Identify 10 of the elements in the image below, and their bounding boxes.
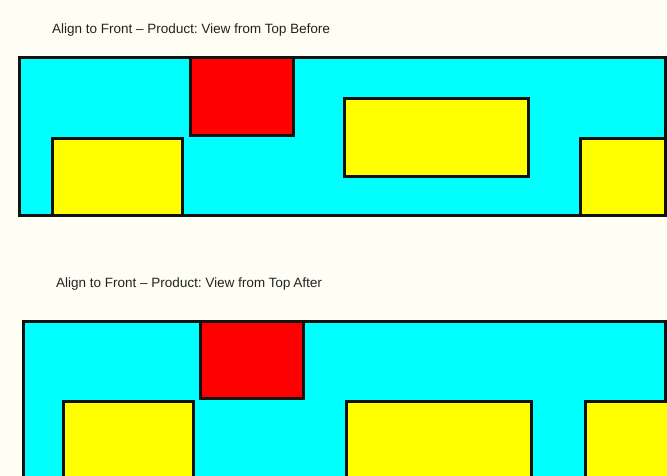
box-shape (584, 400, 667, 476)
box-shape (343, 97, 530, 178)
box-shape (62, 400, 195, 476)
box-shape (345, 400, 533, 476)
box-shape (189, 56, 295, 137)
box-shape (579, 137, 667, 217)
box-shape (199, 320, 305, 400)
box-shape (51, 137, 184, 217)
view-heading: Align to Front – Product: View from Top After (56, 274, 322, 292)
view-heading: Align to Front – Product: View from Top Before (52, 20, 330, 38)
